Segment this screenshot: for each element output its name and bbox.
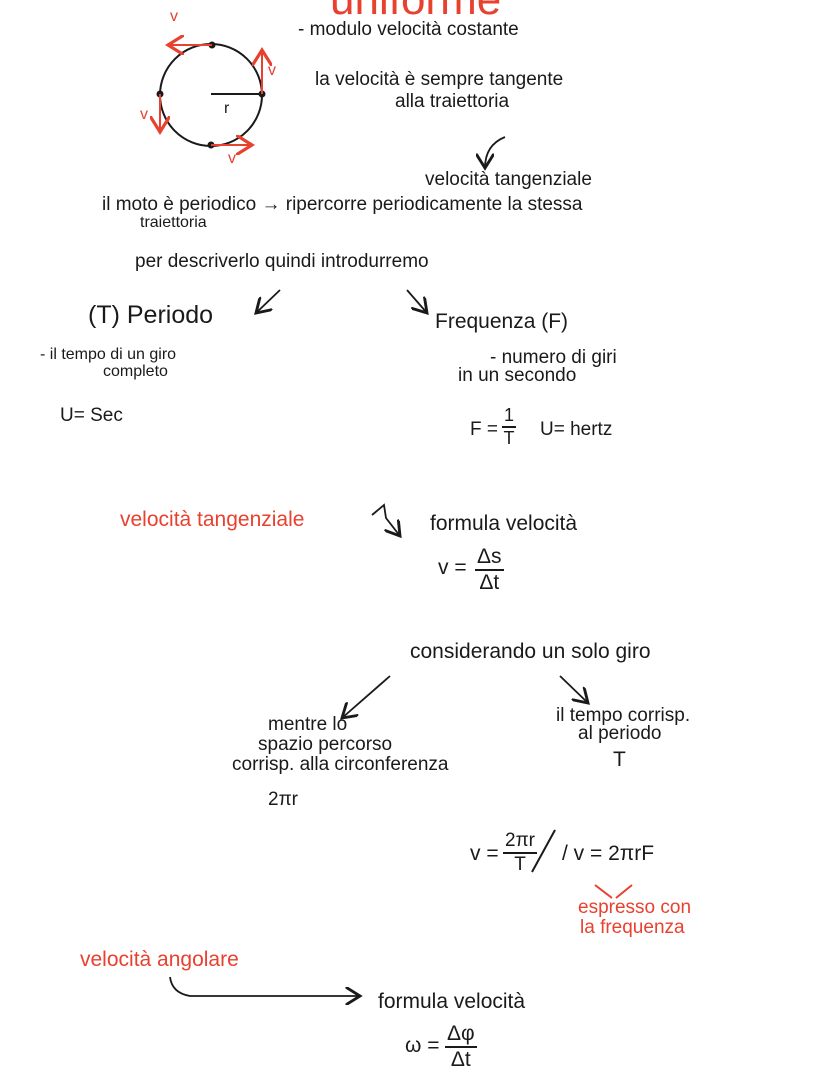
circle-diagram — [157, 42, 266, 149]
text: al periodo — [578, 723, 662, 744]
text: traiettoria — [140, 214, 207, 231]
section-heading: velocità tangenziale — [120, 508, 305, 531]
arrow-down — [485, 136, 506, 168]
text: - il tempo di un giro — [40, 346, 177, 363]
text: 2πr — [268, 789, 299, 810]
frequenza-heading: Frequenza (F) — [435, 310, 569, 333]
text: il tempo corrisp. — [556, 705, 691, 726]
periodo-heading: (T) Periodo — [88, 301, 214, 329]
text: formula velocità — [378, 990, 526, 1013]
arrow-tempo — [559, 675, 588, 703]
text: spazio percorso — [258, 734, 393, 755]
arrow-angolare — [169, 976, 360, 996]
section-heading: velocità angolare — [80, 948, 239, 971]
vector-label: v — [268, 62, 276, 79]
text: v = — [438, 556, 467, 579]
arrow-frequenza — [406, 289, 427, 313]
text: il moto è periodico → ripercorre periodi… — [102, 194, 583, 215]
text: U= hertz — [540, 419, 613, 440]
text: U= Sec — [60, 405, 123, 426]
text: v = — [470, 842, 499, 865]
text: / v = 2πrF — [562, 842, 655, 865]
text: corrisp. alla circonferenza — [232, 754, 449, 775]
radius-label: r — [224, 100, 230, 117]
text: considerando un solo giro — [410, 640, 651, 663]
bracket-arrow — [371, 503, 400, 536]
text: velocità tangenziale — [425, 169, 592, 190]
page-title: uniforme — [330, 0, 501, 24]
text: per descriverlo quindi introdurremo — [135, 251, 429, 272]
arrow-periodo — [256, 289, 281, 313]
text: - modulo velocità costante — [298, 19, 519, 40]
text: la velocità è sempre tangente — [315, 69, 564, 90]
text: formula velocità — [430, 512, 578, 535]
text: T — [613, 748, 626, 771]
text: in un secondo — [458, 365, 577, 386]
vector-label: v — [170, 8, 178, 25]
note: espresso con — [578, 897, 692, 918]
arrow-spazio — [342, 675, 391, 718]
slash — [531, 829, 556, 873]
text: alla traiettoria — [395, 91, 510, 112]
text: - numero di giri — [490, 347, 617, 368]
text: completo — [103, 363, 168, 380]
text: mentre lo — [268, 714, 348, 735]
vector-label: v — [228, 150, 236, 167]
note: la frequenza — [580, 917, 685, 938]
text: F = — [470, 419, 498, 440]
vector-label: v — [140, 106, 148, 123]
text: ω = — [405, 1034, 440, 1057]
